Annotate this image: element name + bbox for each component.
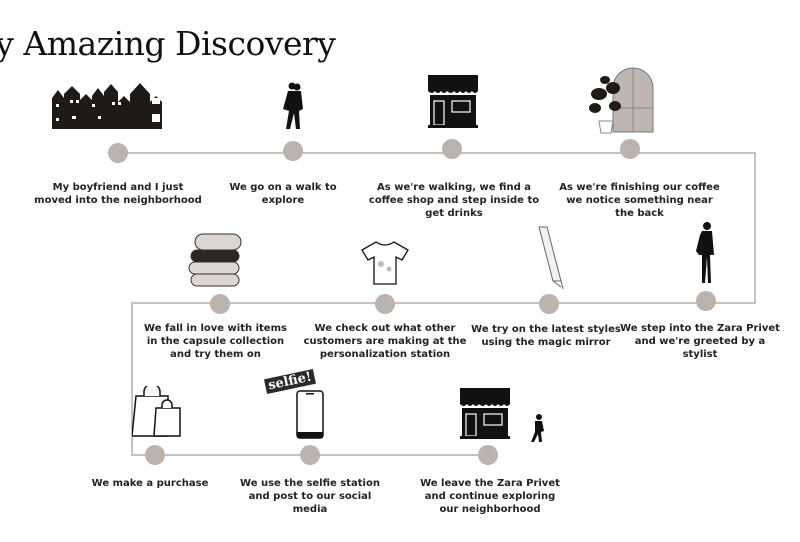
timeline-node-2 (283, 141, 303, 161)
timeline-node-9 (145, 445, 165, 465)
step-caption-8: We fall in love with items in the capsul… (144, 323, 287, 360)
shopping-bags-icon (132, 386, 181, 437)
step-caption-3: As we're walking, we find a coffee shop … (368, 182, 540, 219)
selfie-phone-icon (296, 390, 324, 439)
timeline-node-8 (210, 294, 230, 314)
walking-couple-icon (283, 82, 303, 129)
timeline-node-5 (696, 291, 716, 311)
folded-clothes-icon (188, 233, 242, 287)
step-caption-7: We check out what other customers are ma… (303, 323, 467, 360)
step-caption-4: As we're finishing our coffee we notice … (559, 182, 720, 219)
step-caption-1: My boyfriend and I just moved into the n… (34, 182, 202, 206)
page-title: My Amazing Discovery (0, 24, 336, 63)
step-caption-6: We try on the latest styles using the ma… (471, 324, 621, 348)
step-caption-9: We make a purchase (91, 478, 209, 489)
storefront-icon (428, 75, 478, 128)
step-caption-2: We go on a walk to explore (229, 182, 337, 206)
timeline-node-10 (300, 445, 320, 465)
timeline-node-7 (375, 294, 395, 314)
timeline-node-4 (620, 139, 640, 159)
tshirt-icon (361, 241, 409, 285)
store-walker-icon (460, 388, 544, 442)
step-caption-10: We use the selfie station and post to ou… (240, 478, 380, 515)
timeline-node-1 (108, 143, 128, 163)
timeline-node-3 (442, 139, 462, 159)
stylist-icon (696, 222, 714, 283)
plant-door-icon (589, 67, 654, 134)
step-caption-5: We step into the Zara Privet and we're g… (620, 323, 780, 360)
step-caption-11: We leave the Zara Privet and continue ex… (420, 478, 560, 515)
mirror-icon (538, 226, 564, 290)
timeline-node-11 (478, 445, 498, 465)
timeline-node-6 (539, 294, 559, 314)
houses-icon (52, 83, 171, 129)
